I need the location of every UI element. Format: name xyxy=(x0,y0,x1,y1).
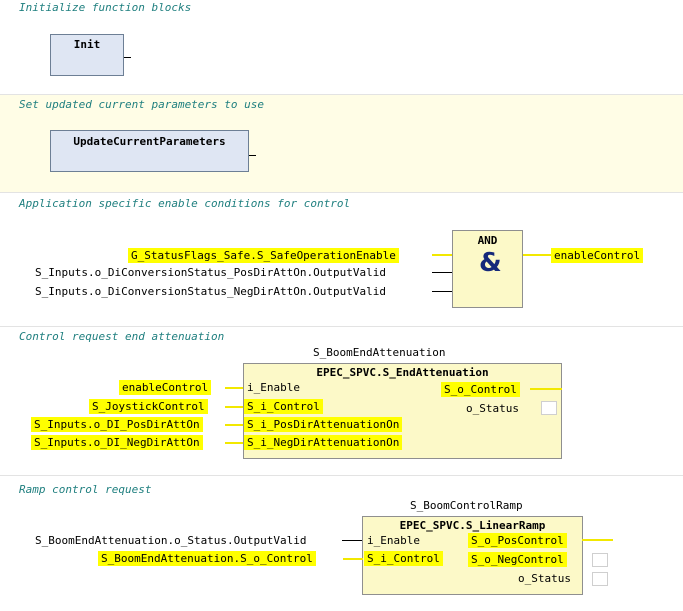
input-pin: S_i_NegDirAttenuationOn xyxy=(244,435,403,450)
input-pin: i_Enable xyxy=(367,534,420,547)
network-separator xyxy=(0,94,683,95)
input-pin: S_i_Control xyxy=(244,399,323,414)
output-empty-slot[interactable] xyxy=(592,553,608,567)
input-wire xyxy=(432,254,453,256)
input-var[interactable]: enableControl xyxy=(119,380,212,395)
input-var[interactable]: S_JoystickControl xyxy=(89,399,208,414)
network-update-params[interactable]: Set updated current parameters to use Up… xyxy=(0,95,683,192)
network-comment: Ramp control request xyxy=(19,483,152,496)
input-var[interactable]: S_Inputs.o_DI_NegDirAttOn xyxy=(31,435,203,450)
input-pin: i_Enable xyxy=(247,381,300,394)
input-var[interactable]: S_Inputs.o_DI_PosDirAttOn xyxy=(31,417,203,432)
input-wire xyxy=(225,387,243,389)
network-separator xyxy=(0,326,683,327)
network-comment: Application specific enable conditions f… xyxy=(19,197,351,210)
output-wire xyxy=(582,539,613,541)
output-wire xyxy=(523,254,551,256)
network-end-attenuation[interactable]: Control request end attenuation S_BoomEn… xyxy=(0,327,683,475)
output-wire xyxy=(124,57,131,58)
instance-name: S_BoomControlRamp xyxy=(410,499,523,512)
input-var[interactable]: S_Inputs.o_DiConversionStatus_NegDirAttO… xyxy=(35,285,386,298)
input-var[interactable]: S_BoomEndAttenuation.o_Status.OutputVali… xyxy=(35,534,307,547)
update-current-parameters-block[interactable]: UpdateCurrentParameters xyxy=(50,130,249,172)
input-wire xyxy=(432,272,453,273)
and-symbol: & xyxy=(479,248,502,278)
network-comment: Control request end attenuation xyxy=(19,330,225,343)
output-wire xyxy=(249,155,256,156)
input-wire xyxy=(432,291,453,292)
input-wire xyxy=(343,558,363,560)
input-pin: S_i_Control xyxy=(364,551,443,566)
output-pin: S_o_NegControl xyxy=(468,552,567,567)
block-title: AND xyxy=(477,234,498,247)
input-var[interactable]: S_BoomEndAttenuation.S_o_Control xyxy=(98,551,316,566)
network-separator xyxy=(0,192,683,193)
input-pin: S_i_PosDirAttenuationOn xyxy=(244,417,403,432)
network-init[interactable]: Initialize function blocks Init xyxy=(0,0,683,94)
network-separator xyxy=(0,475,683,476)
instance-name: S_BoomEndAttenuation xyxy=(313,346,446,359)
input-wire xyxy=(225,424,243,426)
input-var[interactable]: G_StatusFlags_Safe.S_SafeOperationEnable xyxy=(128,248,399,263)
init-block[interactable]: Init xyxy=(50,34,124,76)
output-pin: S_o_Control xyxy=(441,382,520,397)
output-pin: S_o_PosControl xyxy=(468,533,567,548)
block-type: EPEC_SPVC.S_EndAttenuation xyxy=(316,366,489,379)
block-title: Init xyxy=(73,38,101,51)
output-empty-slot[interactable] xyxy=(541,401,557,415)
input-var[interactable]: S_Inputs.o_DiConversionStatus_PosDirAttO… xyxy=(35,266,386,279)
network-comment: Initialize function blocks xyxy=(19,1,192,14)
output-pin: o_Status xyxy=(466,402,519,415)
output-var[interactable]: enableControl xyxy=(551,248,644,263)
network-ramp-control[interactable]: Ramp control request S_BoomControlRamp E… xyxy=(0,476,683,611)
output-pin: o_Status xyxy=(518,572,571,585)
input-wire xyxy=(225,442,243,444)
input-wire xyxy=(225,406,243,408)
block-title: UpdateCurrentParameters xyxy=(73,135,226,148)
block-type: EPEC_SPVC.S_LinearRamp xyxy=(399,519,546,532)
output-empty-slot[interactable] xyxy=(592,572,608,586)
network-comment: Set updated current parameters to use xyxy=(19,98,265,111)
network-enable-conditions[interactable]: Application specific enable conditions f… xyxy=(0,193,683,326)
input-wire xyxy=(342,540,362,541)
and-block[interactable]: AND & xyxy=(452,230,523,308)
output-wire xyxy=(530,388,562,390)
